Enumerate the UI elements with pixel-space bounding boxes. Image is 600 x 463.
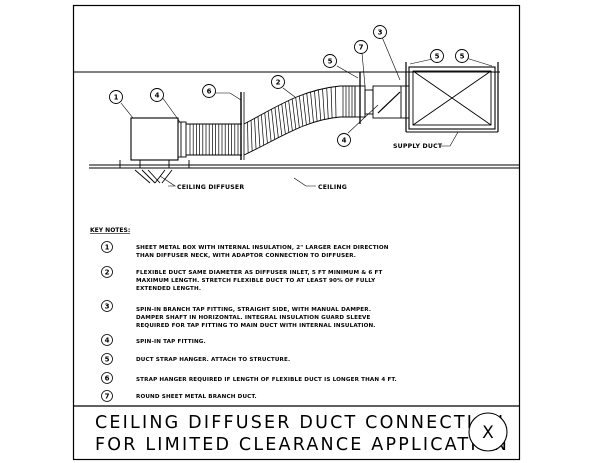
flex-rib [264,112,268,144]
svg-text:1: 1 [105,243,110,251]
flex-rib [302,94,307,125]
flex-rib [277,105,283,136]
callout-7: 7 [354,40,368,54]
flex-rib [335,86,337,118]
svg-text:FLEXIBLE DUCT SAME DIAMETER AS: FLEXIBLE DUCT SAME DIAMETER AS DIFFUSER … [136,270,383,276]
damper-line [377,91,401,114]
callout-3: 3 [373,25,387,39]
key-note-2: 2 FLEXIBLE DUCT SAME DIAMETER AS DIFFUSE… [101,266,383,292]
svg-text:DAMPER SHAFT IN HORIZONTAL. IN: DAMPER SHAFT IN HORIZONTAL. INTEGRAL INS… [136,315,371,321]
key-notes: KEY NOTES: 1 SHEET METAL BOX WITH INTERN… [90,227,397,402]
svg-text:SHEET METAL BOX WITH INTERNAL: SHEET METAL BOX WITH INTERNAL INSULATION… [136,245,389,251]
flex-rib [257,116,261,148]
label-ceiling: CEILING [318,184,347,191]
svg-text:4: 4 [105,336,110,344]
flex-rib [247,122,249,154]
flex-rib [310,91,314,123]
label-supply-duct: SUPPLY DUCT [393,143,443,150]
callout-4-left: 4 [150,88,164,102]
title-block: CEILING DIFFUSER DUCT CONNECTION FOR LIM… [73,405,520,455]
flex-rib [250,120,253,152]
svg-text:EXTENDED LENGTH.: EXTENDED LENGTH. [136,286,201,292]
svg-text:1: 1 [114,94,119,102]
callouts: 1 4 6 2 5 7 3 4 5 5 [109,25,469,147]
flex-duct-straight [186,123,242,156]
flex-duct-curve-top [243,85,355,125]
detail-id: X [482,423,494,443]
spin-in-tap-fitting-left [177,121,187,158]
flex-rib [271,109,276,140]
callout-5-right-supply: 5 [455,49,469,63]
svg-text:2: 2 [276,79,281,87]
flex-rib [318,89,322,121]
flex-rib [284,102,290,133]
svg-text:5: 5 [460,53,465,61]
callout-4-right: 4 [337,133,351,147]
svg-text:6: 6 [207,88,212,96]
svg-text:7: 7 [359,44,364,52]
key-note-5: 5 DUCT STRAP HANGER. ATTACH TO STRUCTURE… [101,353,290,365]
label-ceiling-diffuser: CEILING DIFFUSER [177,184,244,191]
flex-rib [330,87,333,118]
svg-text:4: 4 [342,137,347,145]
title-line-1: CEILING DIFFUSER DUCT CONNECTION [95,413,505,433]
key-note-4: 4 SPIN-IN TAP FITTING. [101,334,206,346]
flex-rib [291,98,297,130]
svg-text:5: 5 [435,53,440,61]
ceiling-line [89,160,520,169]
ceiling-diffuser-shape [134,160,173,184]
callout-1: 1 [109,90,123,104]
flex-rib [261,114,265,146]
key-note-6: 6 STRAP HANGER REQUIRED IF LENGTH OF FLE… [101,372,397,384]
svg-text:THAN DIFFUSER NECK, WITH ADAPT: THAN DIFFUSER NECK, WITH ADAPTOR CONNECT… [136,253,356,259]
svg-text:6: 6 [105,374,110,382]
flex-rib [306,93,311,124]
flex-rib [267,110,272,142]
key-note-1: 1 SHEET METAL BOX WITH INTERNAL INSULATI… [101,241,389,259]
svg-text:3: 3 [105,302,110,310]
callout-2: 2 [271,75,285,89]
svg-text:3: 3 [378,29,383,37]
svg-text:5: 5 [328,58,333,66]
flex-rib [281,103,286,135]
flex-rib [326,87,329,119]
svg-text:SPIN-IN BRANCH TAP FITTING, ST: SPIN-IN BRANCH TAP FITTING, STRAIGHT SID… [136,307,371,313]
flex-rib [274,107,279,138]
svg-text:ROUND SHEET METAL BRANCH DUCT.: ROUND SHEET METAL BRANCH DUCT. [136,394,257,400]
flex-duct-curve-bottom [243,116,355,156]
flex-rib [314,90,318,122]
flex-duct-ribs-curve [247,86,353,154]
key-note-7: 7 ROUND SHEET METAL BRANCH DUCT. [101,390,257,402]
flex-rib [322,88,325,120]
callout-6: 6 [202,84,216,98]
flex-rib [298,95,304,127]
key-notes-title: KEY NOTES: [90,227,130,234]
svg-text:REQUIRED FOR TAP FITTING TO MA: REQUIRED FOR TAP FITTING TO MAIN DUCT WI… [136,323,376,329]
detail-bubble [468,412,508,452]
flex-rib [254,118,257,150]
flex-rib [288,100,293,131]
callout-5-branch: 5 [323,54,337,68]
svg-text:2: 2 [105,268,110,276]
callout-5-left-supply: 5 [430,49,444,63]
sheet-metal-box [130,117,179,161]
flex-rib [295,97,300,128]
svg-text:4: 4 [155,92,160,100]
svg-text:DUCT STRAP HANGER. ATTACH TO: DUCT STRAP HANGER. ATTACH TO STRUCTURE. [136,357,290,363]
sheet-border [72,4,521,461]
duct-drawing [73,36,520,187]
svg-text:STRAP HANGER REQUIRED IF LENGT: STRAP HANGER REQUIRED IF LENGTH OF FLEXI… [136,377,397,383]
flex-duct-ribs-left [189,124,239,155]
title-line-2: FOR LIMITED CLEARANCE APPLICATION [95,435,509,455]
svg-text:7: 7 [105,392,110,400]
svg-text:MAXIMUM LENGTH. STRETCH FLEXIB: MAXIMUM LENGTH. STRETCH FLEXIBLE DUCT TO… [136,278,376,284]
svg-text:SPIN-IN TAP FITTING.: SPIN-IN TAP FITTING. [136,339,206,345]
key-note-3: 3 SPIN-IN BRANCH TAP FITTING, STRAIGHT S… [101,300,376,329]
supply-duct [408,66,496,130]
svg-text:5: 5 [105,355,110,363]
